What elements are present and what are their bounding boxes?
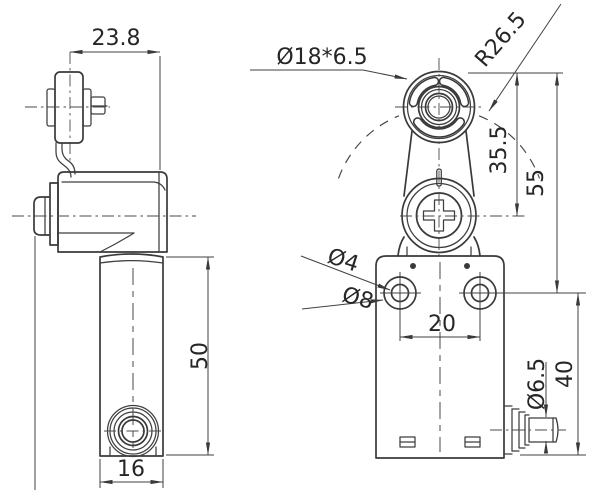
lever-arm-right-foot — [473, 236, 481, 257]
roller-side — [54, 71, 84, 144]
lever-slot-mark — [436, 168, 442, 187]
head-screw-left — [410, 263, 416, 269]
shaft-cap — [33, 196, 51, 236]
leader-hole-inner — [300, 255, 391, 291]
terminal-slot-right — [464, 436, 481, 448]
head-inner-top-line — [61, 181, 166, 191]
switch-body-front — [375, 255, 505, 459]
pivot-screw-head — [415, 192, 463, 239]
leader-swing-radius — [488, 3, 562, 112]
lever-strip-outer — [55, 142, 72, 178]
mounting-hole-right — [459, 272, 586, 341]
terminal-slot-left — [399, 436, 416, 448]
dim-cable-diameter-label: Ø6.5 — [525, 358, 550, 410]
body-top-inner-line — [99, 260, 164, 264]
lever-arm-left-foot — [397, 236, 405, 257]
switch-body-side — [99, 253, 164, 457]
dim-body-height-label: 50 — [188, 342, 213, 370]
dim-total-height-label: 55 — [524, 169, 549, 197]
lever-strip-inner — [61, 142, 76, 175]
dim-hole-outer-label: Ø8 — [339, 283, 376, 315]
pivot-outer-circle — [401, 177, 477, 254]
dim-lower-height-label: 40 — [553, 360, 578, 388]
lever-arm-right-edge — [465, 130, 475, 197]
dim-body-width-label: 16 — [117, 457, 145, 482]
head-body-fillet — [99, 232, 135, 253]
dim-hole-spacing-label: 20 — [428, 312, 456, 337]
dim-pivot-height-label: 35.5 — [487, 126, 512, 175]
roller-front — [402, 70, 476, 144]
lever-arm-left-edge — [403, 130, 413, 197]
dim-roller-label: Ø18*6.5 — [276, 45, 367, 70]
cable-entry-base-lines — [109, 446, 157, 457]
roller-slots — [408, 76, 470, 138]
lever-foot-inner-lines — [406, 246, 472, 257]
head-screw-right — [464, 263, 470, 269]
dim-top-width-label: 23.8 — [92, 26, 141, 51]
mounting-hole-left — [380, 272, 421, 341]
side-view: 23.8 — [12, 26, 214, 490]
swing-arc-left — [337, 115, 400, 179]
pivot-inner-circle — [406, 182, 472, 249]
roller-flange-left — [46, 88, 56, 127]
shaft-plate — [49, 182, 59, 246]
roller-flange-right — [82, 88, 92, 127]
dim-hole-inner-label: Ø4 — [324, 244, 362, 277]
dim-swing-radius-label: R26.5 — [471, 7, 532, 72]
phillips-cross-icon — [422, 199, 456, 232]
leader-hole-outer — [301, 299, 384, 310]
switch-head-side — [57, 171, 168, 253]
front-view: Ø18*6.5 R26.5 35.5 55 40 Ø4 Ø8 20 Ø6.5 — [250, 3, 586, 459]
leader-roller — [250, 69, 408, 80]
